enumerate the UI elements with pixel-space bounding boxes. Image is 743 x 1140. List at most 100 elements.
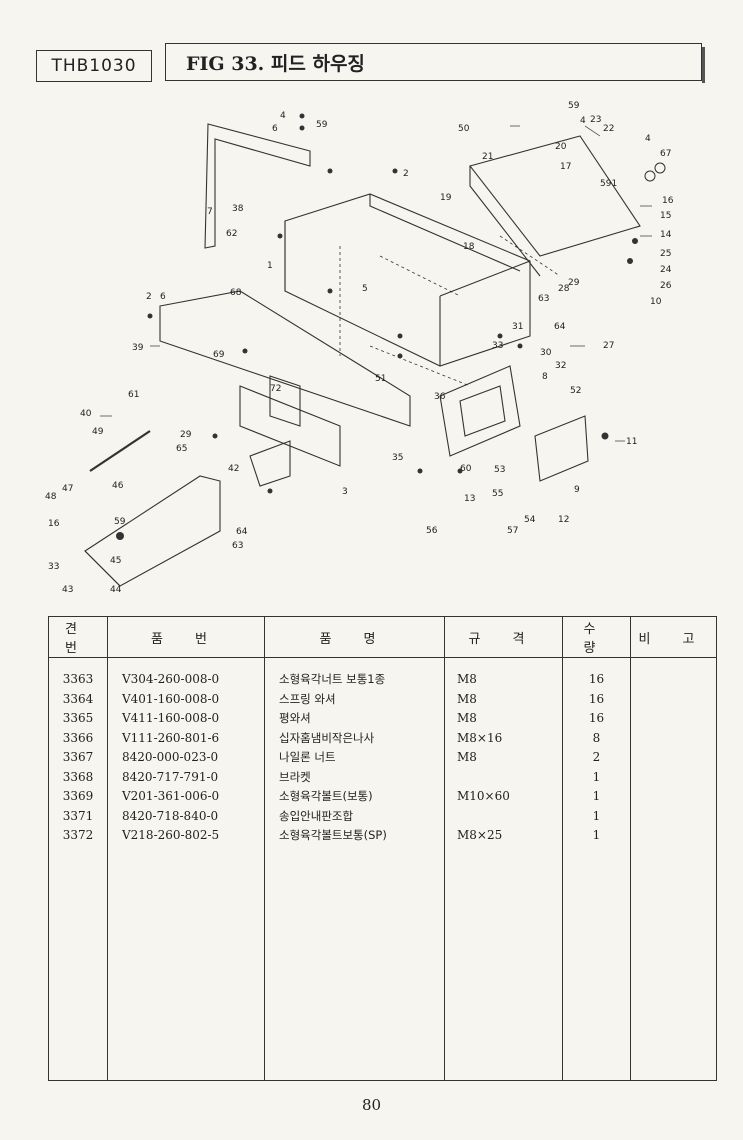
callout-1: 1 [267, 261, 273, 271]
title-box-shadow [702, 47, 705, 83]
exploded-parts-diagram: 4 6 59 50 59 4 23 22 20 4 67 21 17 591 1… [40, 96, 690, 606]
callout-33: 33 [492, 341, 503, 351]
cell-no: 3364 [62, 691, 94, 706]
callout-3: 3 [342, 487, 348, 497]
cell-name: 소형육각볼트보통(SP) [279, 828, 387, 842]
callout-7: 7 [207, 207, 213, 217]
callout-72: 72 [270, 384, 281, 394]
callout-69: 69 [213, 350, 225, 360]
callout-54: 54 [524, 515, 536, 525]
cell-qty: 16 [588, 711, 605, 725]
cell-spec: M8×25 [457, 828, 503, 842]
cell-part-no: V304-260-008-0 [122, 672, 220, 686]
callout-24: 24 [660, 265, 672, 275]
cell-name: 스프링 와셔 [279, 691, 336, 706]
cell-qty: 1 [592, 828, 601, 842]
callout-56: 56 [426, 526, 438, 536]
cell-name: 십자홈냄비작은나사 [279, 730, 375, 745]
cell-part-no: V401-160-008-0 [122, 691, 220, 706]
cell-no: 3366 [62, 730, 94, 745]
callout-40: 40 [80, 409, 92, 419]
callout-53: 53 [494, 465, 505, 475]
callout-64b: 64 [236, 527, 248, 537]
callout-28: 28 [558, 284, 570, 294]
side-panel [159, 290, 411, 427]
callout-16b: 16 [48, 519, 60, 529]
header-remark: 비 고 [630, 616, 717, 658]
callout-36: 36 [434, 392, 446, 402]
callout-27: 27 [603, 341, 614, 351]
parts-table: 견 번 품 번 품 명 규 격 수 량 비 고 3363 3364 3365 3… [48, 616, 717, 1081]
figure-title-text: FIG 33. 피드 하우징 [186, 52, 365, 75]
callout-18: 18 [463, 242, 475, 252]
callout-35: 35 [392, 453, 403, 463]
callout-38: 38 [232, 204, 244, 214]
cell-no: 3367 [62, 750, 94, 764]
callout-23: 23 [590, 115, 601, 125]
cell-name: 송입안내판조합 [279, 808, 354, 823]
callout-22: 22 [603, 124, 614, 134]
cell-part-no: 8420-000-023-0 [122, 750, 219, 764]
callout-12: 12 [558, 515, 569, 525]
cell-part-no: V201-361-006-0 [122, 789, 220, 803]
header-qty: 수 량 [562, 616, 631, 658]
callout-49: 49 [92, 427, 104, 437]
callout-14: 14 [660, 230, 672, 240]
cell-part-no: V111-260-801-6 [122, 730, 220, 745]
callout-52: 52 [570, 386, 581, 396]
cell-spec: M8 [457, 750, 477, 764]
cell-no: 3372 [62, 828, 94, 842]
cell-spec: M10×60 [457, 789, 510, 803]
callout-63b: 63 [232, 541, 243, 551]
callout-46: 46 [112, 481, 124, 491]
hopper-tray [84, 475, 221, 587]
cell-name: 브라켓 [279, 769, 311, 784]
callout-20: 20 [555, 142, 567, 152]
column-spec: M8 M8 M8 M8×16 M8 M10×60 M8×25 [444, 657, 563, 1081]
cell-spec [457, 807, 562, 827]
callout-8: 8 [542, 372, 548, 382]
cell-no: 3371 [62, 808, 94, 823]
cell-spec: M8×16 [457, 730, 503, 745]
callout-26: 26 [660, 281, 672, 291]
callout-29b: 29 [180, 430, 192, 440]
page-number: 80 [361, 1096, 382, 1114]
model-label: THB1030 [36, 50, 152, 82]
callout-51: 51 [375, 374, 386, 384]
callout-59c: 59 [114, 517, 126, 527]
cell-spec [457, 768, 562, 788]
callout-48: 48 [45, 492, 57, 502]
upper-right-bracket [469, 135, 641, 257]
cell-qty: 1 [592, 808, 601, 823]
center-plate [239, 385, 341, 467]
callout-39: 39 [132, 343, 144, 353]
callout-4b: 4 [580, 116, 586, 126]
callout-50: 50 [458, 124, 470, 134]
callout-13: 13 [464, 494, 475, 504]
right-frame [439, 365, 521, 457]
diagram-svg: 4 6 59 50 59 4 23 22 20 4 67 21 17 591 1… [45, 101, 674, 595]
callout-64: 64 [554, 322, 566, 332]
cell-no: 3368 [62, 769, 94, 784]
column-no: 3363 3364 3365 3366 3367 3368 3369 3371 … [48, 657, 108, 1081]
window-cover [534, 415, 589, 482]
callout-60: 60 [460, 464, 472, 474]
callout-17: 17 [560, 162, 571, 172]
callout-15: 15 [660, 211, 671, 221]
callout-25: 25 [660, 249, 671, 259]
cell-name: 평와셔 [279, 711, 311, 725]
cell-part-no: 8420-718-840-0 [122, 808, 219, 823]
cell-qty: 1 [592, 789, 601, 803]
callout-65: 65 [176, 444, 187, 454]
column-qty: 16 16 16 8 2 1 1 1 1 [562, 657, 631, 1081]
callout-31: 31 [512, 322, 523, 332]
header-spec: 규 격 [444, 616, 563, 658]
cell-no: 3369 [62, 789, 94, 803]
callout-67: 67 [660, 149, 671, 159]
callout-62: 62 [226, 229, 237, 239]
figure-title: FIG 33. 피드 하우징 [165, 43, 705, 83]
table-header-row: 견 번 품 번 품 명 규 격 수 량 비 고 [48, 616, 717, 658]
callout-57: 57 [507, 526, 518, 536]
cell-spec: M8 [457, 672, 477, 686]
callout-21: 21 [482, 152, 493, 162]
